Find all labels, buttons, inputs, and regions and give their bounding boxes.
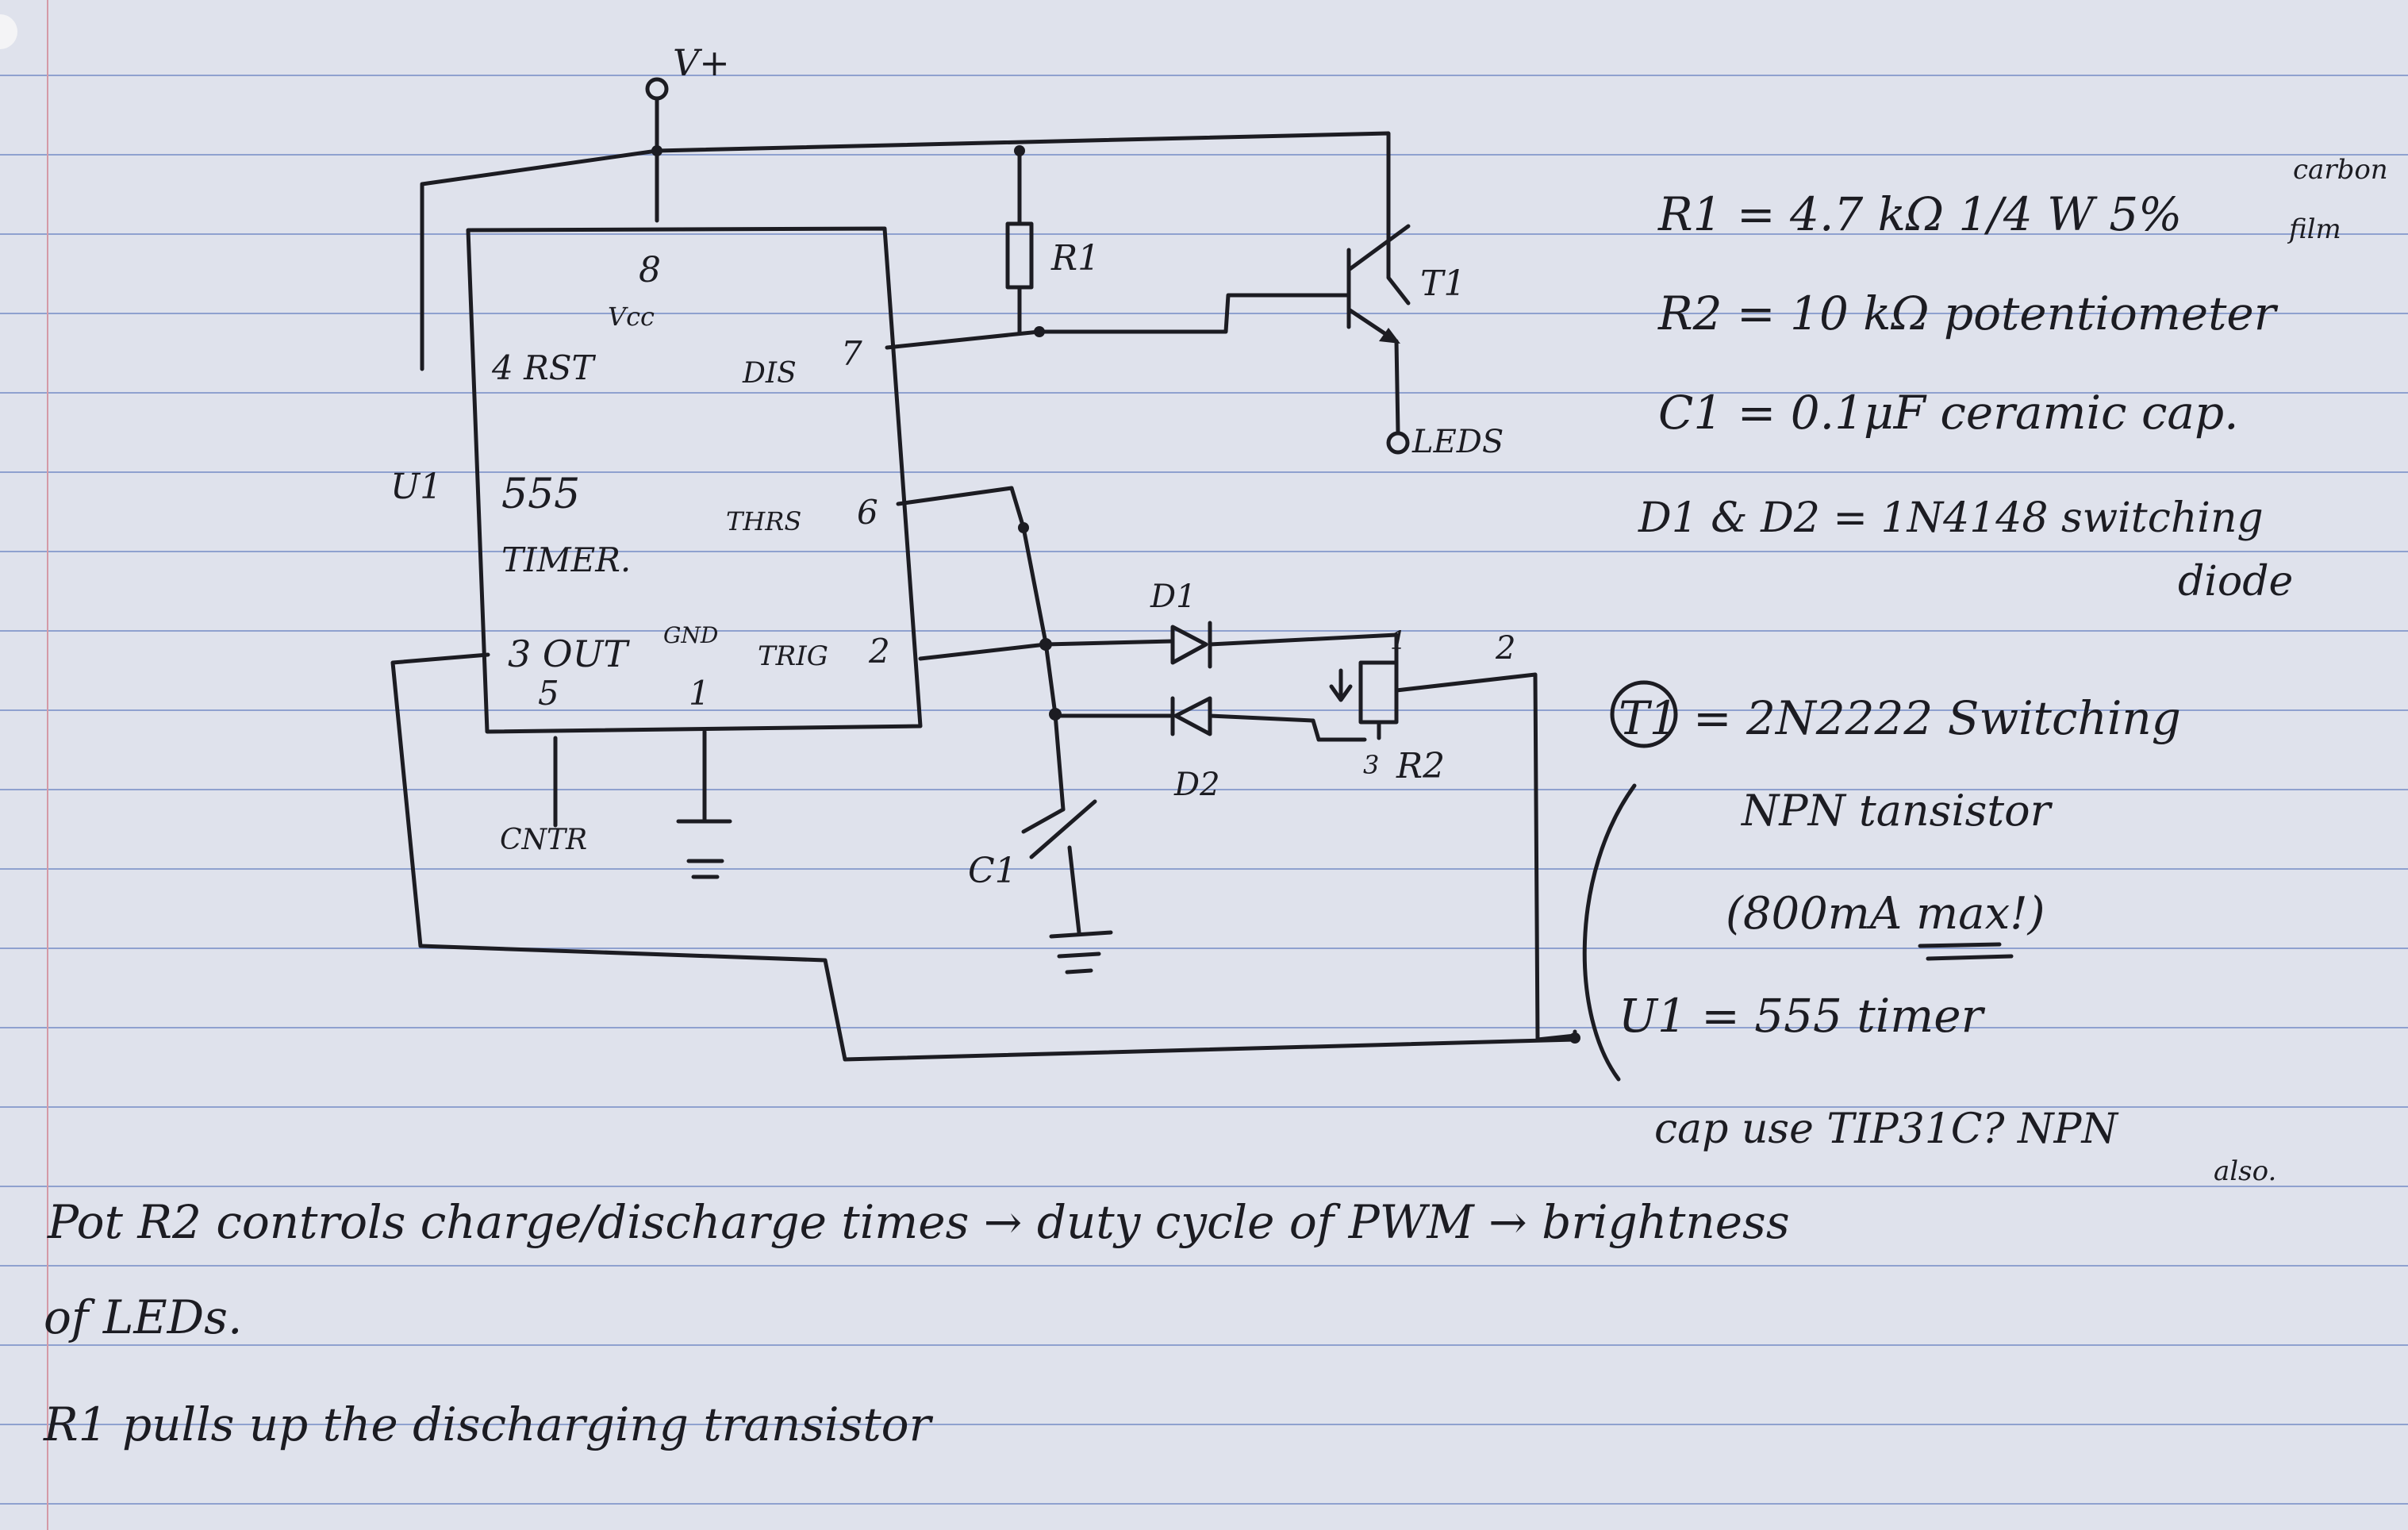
pin1-ground-symbol	[676, 729, 732, 879]
diodes-spec-cont: diode	[2178, 558, 2293, 605]
pin7-label: DIS	[742, 357, 797, 390]
parts-list: carbon film R1 = 4.7 kΩ 1/4 W 5% R2 = 10…	[1582, 154, 2388, 1187]
wire-d1-in	[1043, 639, 1175, 647]
schematic: V+ 8 Vcc 4 RST DIS 7 U1 555 TIMER. THRS …	[390, 41, 1580, 1062]
alt-transistor-also: also.	[2214, 1155, 2276, 1187]
r2-pin1-number: 1	[1390, 625, 1406, 655]
pin4-label: 4 RST	[491, 348, 596, 387]
t1-circle-mark	[1610, 680, 1678, 748]
d2-label: D2	[1173, 767, 1220, 803]
wire-thrs-node	[896, 486, 1066, 812]
junction-vplus	[651, 145, 662, 156]
alt-transistor: cap use TIP31C? NPN	[1654, 1105, 2118, 1153]
pin6-number: 6	[857, 493, 878, 532]
r2-pin2-number: 2	[1495, 630, 1515, 667]
ic-name-line2: TIMER.	[501, 540, 631, 579]
t1-bracket	[1582, 783, 1637, 1082]
gnd-label: GND	[663, 622, 718, 648]
pin8-number: 8	[639, 250, 661, 290]
note-line1: Pot R2 controls charge/discharge times →…	[47, 1195, 1790, 1249]
r2-label: R2	[1396, 746, 1445, 786]
wire-d1-out	[1208, 632, 1399, 647]
pin2-label: TRIG	[758, 640, 828, 672]
wire-trig	[918, 642, 1048, 661]
junction-thrs	[1018, 522, 1029, 533]
t1-spec-line2: NPN tansistor	[1740, 786, 2053, 836]
t1-emitter-arrow	[1379, 328, 1400, 344]
pin2-number: 2	[868, 632, 890, 671]
ic-555-body	[466, 226, 923, 734]
ic-name-line1: 555	[501, 471, 580, 518]
c1-spec: C1 = 0.1μF ceramic cap.	[1658, 386, 2239, 440]
wire-emitter-to-leds	[1394, 339, 1400, 435]
r1-label: R1	[1050, 238, 1100, 279]
c1-ground-symbol	[1049, 845, 1113, 975]
t1-spec-line3: (800mA max!)	[1726, 888, 2045, 940]
pin3-label: 3 OUT	[508, 632, 630, 675]
pin1-number: 1	[689, 674, 710, 713]
r2-wiper-arrow	[1329, 668, 1353, 702]
wire-supply-rail	[420, 131, 1411, 371]
ic-designator: U1	[390, 467, 442, 507]
t1-collector	[1346, 224, 1411, 272]
notes: Pot R2 controls charge/discharge times →…	[43, 1195, 1790, 1451]
wire-dis-to-base	[885, 293, 1351, 350]
pin5-number: 5	[538, 674, 559, 713]
r2-spec: R2 = 10 kΩ potentiometer	[1657, 286, 2279, 340]
carbon-film-note-2: film	[2287, 213, 2341, 245]
pin7-number: 7	[841, 334, 862, 373]
note-line3: R1 pulls up the discharging transistor	[43, 1397, 934, 1451]
diodes-spec: D1 & D2 = 1N4148 switching	[1638, 494, 2264, 542]
wire-d2-out	[1208, 713, 1367, 742]
c1-capacitor	[1021, 799, 1097, 859]
leds-label: LEDS	[1411, 424, 1504, 460]
note-line2: of LEDs.	[44, 1290, 242, 1344]
leds-terminal	[1386, 431, 1410, 455]
r2-pin3-number: 3	[1363, 750, 1379, 780]
junction-out-loop	[1569, 1032, 1580, 1044]
c1-label: C1	[968, 851, 1017, 891]
vcc-label: Vcc	[608, 302, 655, 332]
wire-r2-pin2	[1394, 672, 1577, 1042]
cntr-label: CNTR	[500, 824, 587, 856]
u1-spec: U1 = 555 timer	[1619, 989, 1986, 1043]
t1-label: T1	[1420, 263, 1465, 304]
vplus-label: V+	[673, 41, 730, 84]
pin6-label: THRS	[726, 506, 801, 536]
max-underline	[1918, 942, 2014, 961]
r1-spec: R1 = 4.7 kΩ 1/4 W 5%	[1657, 187, 2182, 241]
binder-hole	[0, 14, 17, 49]
carbon-film-note-1: carbon	[2293, 154, 2388, 186]
d1-diode-body	[1170, 625, 1208, 665]
t1-spec-line1: T1 = 2N2222 Switching	[1619, 691, 2181, 745]
d1-label: D1	[1150, 579, 1196, 615]
